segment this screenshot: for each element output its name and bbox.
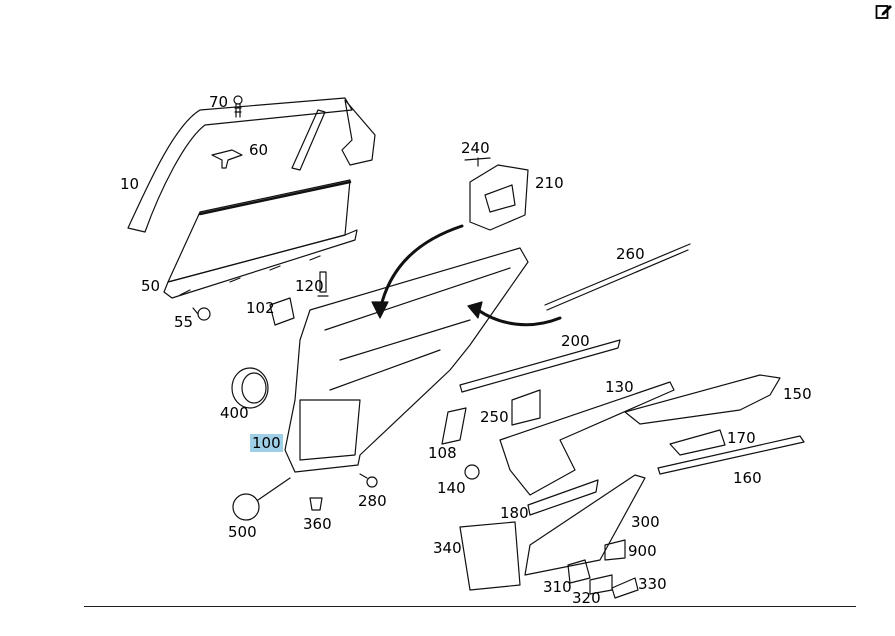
part-250-switch xyxy=(511,389,541,426)
part-108-frame xyxy=(441,407,467,445)
callout-108[interactable]: 108 xyxy=(428,444,457,462)
callout-170[interactable]: 170 xyxy=(727,429,756,447)
callout-150[interactable]: 150 xyxy=(783,385,812,403)
part-10-frame-end xyxy=(341,99,376,166)
callout-310[interactable]: 310 xyxy=(543,578,572,596)
part-330-lens xyxy=(611,577,639,599)
part-360-clip xyxy=(309,497,323,511)
callout-340[interactable]: 340 xyxy=(433,539,462,557)
callout-300[interactable]: 300 xyxy=(631,513,660,531)
part-55-screw xyxy=(192,307,211,321)
callout-900[interactable]: 900 xyxy=(628,542,657,560)
callout-70[interactable]: 70 xyxy=(209,93,229,111)
part-50-sun-blind xyxy=(167,179,351,283)
callout-500[interactable]: 500 xyxy=(228,523,257,541)
part-200-strip xyxy=(459,339,621,393)
arrow-a xyxy=(378,224,464,312)
part-240-clip xyxy=(464,157,491,167)
part-340-panel xyxy=(459,521,521,591)
part-260-strip xyxy=(544,243,691,311)
part-130-armrest xyxy=(499,381,675,496)
callout-130[interactable]: 130 xyxy=(605,378,634,396)
part-70-screw xyxy=(233,95,243,118)
callout-200[interactable]: 200 xyxy=(561,332,590,350)
part-160-strip xyxy=(657,435,805,475)
part-60-clip xyxy=(211,149,243,169)
part-10-frame-trim xyxy=(127,97,353,233)
callout-60[interactable]: 60 xyxy=(249,141,269,159)
part-180-trim xyxy=(527,479,599,516)
part-300-pocket xyxy=(524,474,646,576)
callout-330[interactable]: 330 xyxy=(638,575,667,593)
callout-180[interactable]: 180 xyxy=(500,504,529,522)
part-170-handle xyxy=(669,429,726,456)
arrow-b xyxy=(476,308,562,327)
callout-160[interactable]: 160 xyxy=(733,469,762,487)
part-280-screw xyxy=(359,473,378,488)
callout-120[interactable]: 120 xyxy=(295,277,324,295)
edit-icon[interactable] xyxy=(875,2,893,20)
callout-280[interactable]: 280 xyxy=(358,492,387,510)
callout-360[interactable]: 360 xyxy=(303,515,332,533)
part-100-door-panel xyxy=(284,247,529,473)
part-102-bracket xyxy=(269,297,295,326)
callout-140[interactable]: 140 xyxy=(437,479,466,497)
callout-320[interactable]: 320 xyxy=(572,589,601,607)
callout-240[interactable]: 240 xyxy=(461,139,490,157)
part-150-trim xyxy=(624,374,781,425)
part-310-bulb xyxy=(567,559,591,584)
callout-55[interactable]: 55 xyxy=(174,313,194,331)
callout-260[interactable]: 260 xyxy=(616,245,645,263)
part-120-pin xyxy=(317,271,329,297)
part-400-speaker-ring xyxy=(231,367,269,409)
callout-10[interactable]: 10 xyxy=(120,175,140,193)
callout-102[interactable]: 102 xyxy=(246,299,275,317)
page-baseline xyxy=(84,606,856,607)
callout-50[interactable]: 50 xyxy=(141,277,161,295)
callout-250[interactable]: 250 xyxy=(480,408,509,426)
part-500-tool xyxy=(232,477,291,521)
callout-100[interactable]: 100 xyxy=(250,434,283,452)
part-900-lamp xyxy=(604,539,626,561)
part-140-cap xyxy=(464,464,480,480)
part-10-strip xyxy=(291,109,326,171)
callout-210[interactable]: 210 xyxy=(535,174,564,192)
part-210-bracket xyxy=(469,164,529,231)
callout-400[interactable]: 400 xyxy=(220,404,249,422)
